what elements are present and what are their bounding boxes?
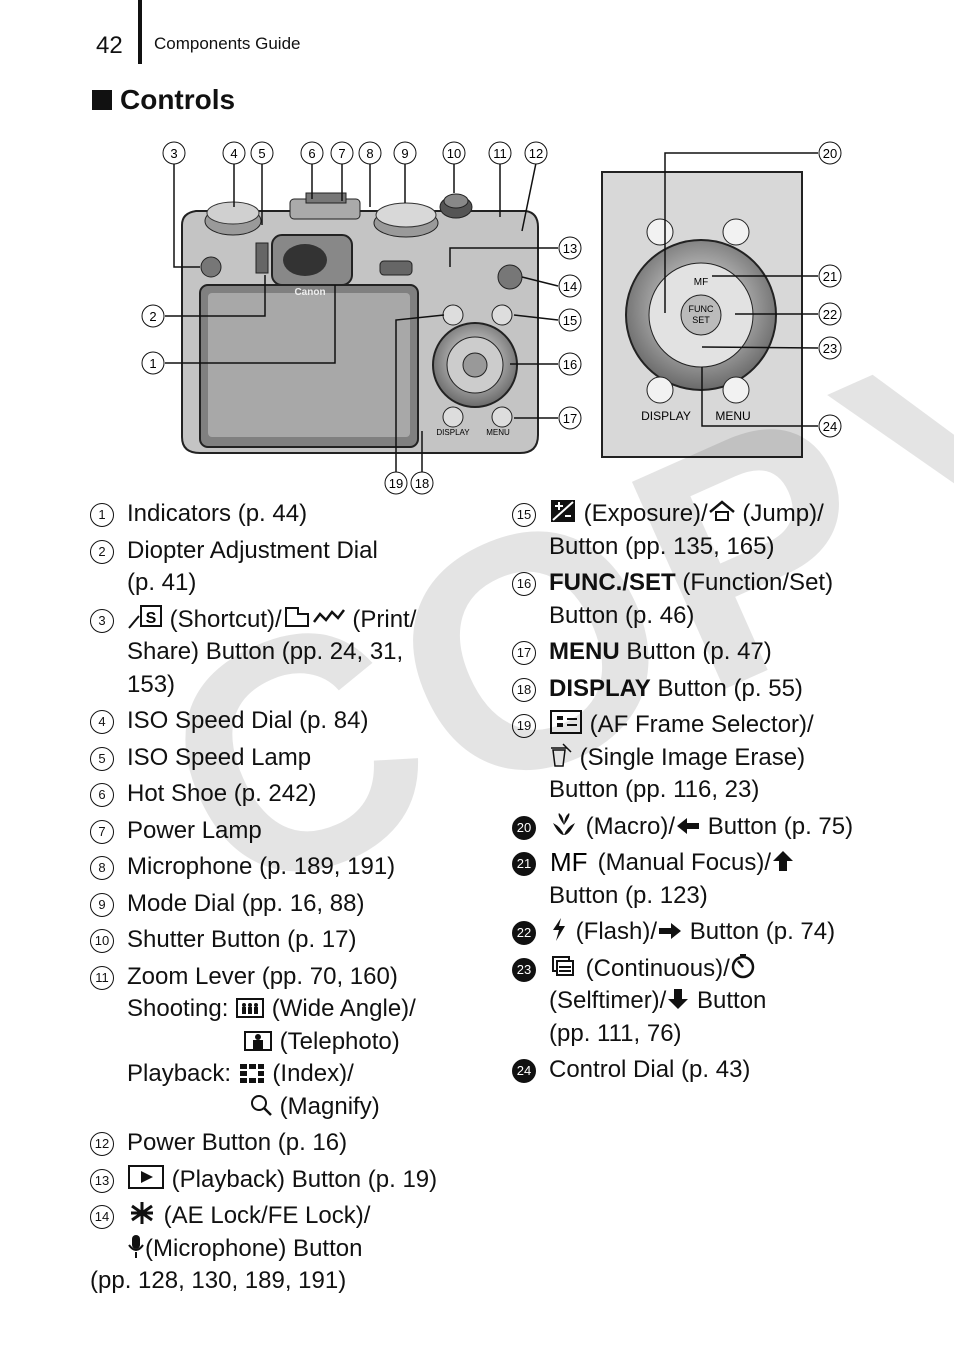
continuous-icon [552, 955, 574, 976]
playback-icon [128, 1164, 164, 1189]
svg-text:FUNC: FUNC [689, 304, 714, 314]
svg-text:1: 1 [149, 356, 156, 371]
manual-focus-icon: MF [550, 847, 588, 873]
svg-text:DISPLAY: DISPLAY [436, 428, 470, 437]
svg-text:MENU: MENU [486, 428, 510, 437]
microphone-icon [128, 1234, 144, 1258]
svg-text:4: 4 [230, 146, 237, 161]
svg-text:DISPLAY: DISPLAY [641, 409, 691, 423]
list-item: 15 (Exposure)/ (Jump)/ Button (pp. 135, … [512, 498, 932, 563]
section-square-icon [92, 90, 112, 110]
index-icon [239, 1064, 264, 1083]
left-arrow-icon [677, 817, 700, 834]
svg-text:23: 23 [823, 341, 837, 356]
print-share-icon [284, 606, 345, 627]
erase-icon [551, 742, 572, 767]
camera-figure: Canon DISPLAY MENU FUNC SET MF DISPLAY M… [141, 141, 842, 495]
list-item: 21 MF (Manual Focus)/ Button (p. 123) [512, 847, 932, 912]
svg-text:5: 5 [258, 146, 265, 161]
page-number: 42 [96, 32, 123, 59]
header-divider [138, 0, 142, 64]
list-item: 14 (AE Lock/FE Lock)/ (Microphone) Butto… [90, 1202, 371, 1294]
list-item: 19 (AF Frame Selector)/ (Single Image Er… [512, 709, 932, 807]
magnify-icon [251, 1094, 272, 1116]
selftimer-icon [731, 953, 754, 978]
list-item: 20 (Macro)/ Button (p. 75) [512, 811, 932, 844]
svg-text:8: 8 [366, 146, 373, 161]
list-item: 23 (Continuous)/ (Selftimer)/ Button (pp… [512, 953, 932, 1051]
callout-numbers: 3 4 5 6 7 8 9 10 11 12 13 14 15 16 17 18… [141, 141, 842, 495]
macro-icon [553, 812, 575, 835]
svg-text:11: 11 [493, 146, 507, 161]
af-frame-icon [550, 710, 582, 734]
section-title: Controls [92, 84, 235, 116]
wide-angle-icon [236, 998, 265, 1018]
list-item: 13 (Playback) Button (p. 19) [90, 1164, 490, 1197]
svg-text:20: 20 [823, 146, 837, 161]
right-column: 15 (Exposure)/ (Jump)/ Button (pp. 135, … [512, 498, 932, 1091]
running-title: Components Guide [154, 34, 301, 53]
down-arrow-icon [668, 989, 689, 1009]
svg-text:19: 19 [389, 476, 403, 491]
svg-text:MF: MF [694, 277, 708, 288]
jump-icon [708, 500, 735, 521]
right-arrow-icon [659, 923, 682, 939]
list-item: 22 (Flash)/ Button (p. 74) [512, 916, 932, 949]
svg-text:13: 13 [563, 241, 577, 256]
svg-text:24: 24 [823, 419, 837, 434]
shortcut-icon: S [128, 604, 162, 629]
svg-text:14: 14 [563, 279, 577, 294]
svg-text:17: 17 [563, 411, 577, 426]
leader-lines [165, 152, 819, 473]
svg-text:7: 7 [338, 146, 345, 161]
svg-text:10: 10 [447, 146, 461, 161]
flash-icon [553, 918, 565, 941]
svg-text:16: 16 [563, 357, 577, 372]
exposure-icon [551, 500, 575, 522]
svg-text:S: S [146, 610, 157, 627]
brand-logo: Canon [294, 287, 325, 298]
svg-text:18: 18 [415, 476, 429, 491]
list-item: 3 S (Shortcut)/ (Print/Share) Button (pp… [90, 604, 490, 702]
camera-back-view: Canon DISPLAY MENU [181, 192, 539, 454]
svg-text:12: 12 [529, 146, 543, 161]
svg-text:6: 6 [308, 146, 315, 161]
svg-text:15: 15 [563, 313, 577, 328]
telephoto-icon [244, 1030, 272, 1051]
svg-text:21: 21 [823, 269, 837, 284]
svg-text:3: 3 [170, 146, 177, 161]
svg-text:MENU: MENU [715, 409, 750, 423]
svg-text:22: 22 [823, 307, 837, 322]
svg-text:SET: SET [692, 315, 710, 325]
svg-text:MF: MF [550, 847, 588, 873]
svg-text:2: 2 [149, 309, 156, 324]
up-arrow-icon [773, 851, 794, 871]
ae-lock-icon [131, 1202, 153, 1224]
svg-text:9: 9 [401, 146, 408, 161]
